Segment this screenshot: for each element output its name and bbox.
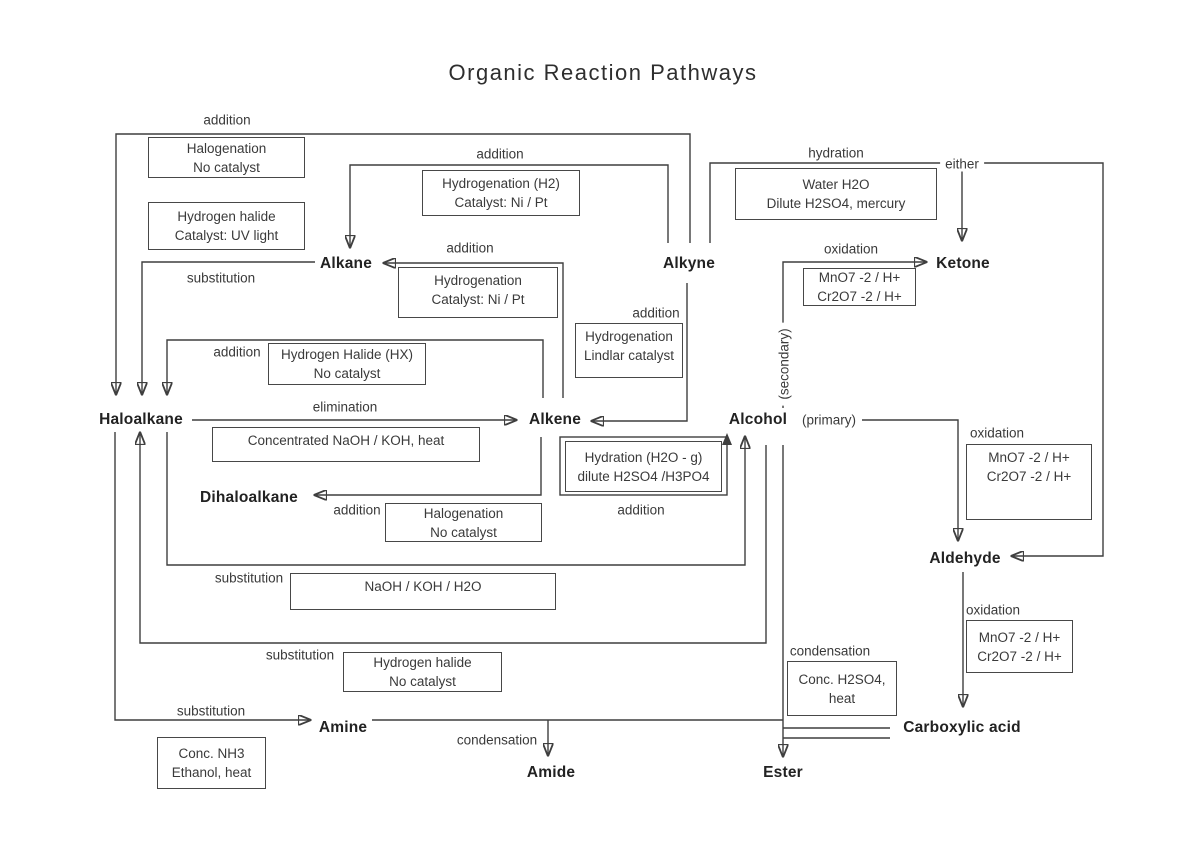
qualifier-secondary: (secondary) [775,322,793,406]
edge-haloalkane-naoh-alcohol [166,432,745,566]
node-alkene: Alkene [528,411,582,428]
node-alkyne: Alkyne [662,255,716,272]
reagent-box-oxidant-aldehyde: MnO7 -2 / H+ Cr2O7 -2 / H+ [966,620,1073,673]
edge-alkene-hx-haloalkane [167,339,544,398]
edge-label-alkyne-to-alkene: addition [632,305,680,321]
reagent-box-line: Hydrogen halide [177,209,276,224]
edge-alkene-hydration-alcohol-loop [559,436,728,496]
reagent-box-line: Conc. NH3 [178,746,245,761]
reagent-box-halogenation-nc-dihalo: Halogenation No catalyst [385,503,542,542]
reagent-box-hydrogen-halide-nc: Hydrogen halide No catalyst [343,652,502,692]
node-ester: Ester [763,764,803,781]
edge-label-haloalkane-to-alkene: elimination [312,399,378,415]
reagent-box-hydrogenation-h2: Hydrogenation (H2) Catalyst: Ni / Pt [422,170,580,216]
reagent-box-line: Hydrogenation [434,273,522,288]
reagent-box-hydration-h2o: Hydration (H2O - g) dilute H2SO4 /H3PO4 [565,441,722,492]
edge-label-alkene-to-dihaloalkane: addition [333,502,381,518]
reagent-box-line: Conc. H2SO4, [798,671,886,687]
reagent-box-line: Lindlar catalyst [583,348,675,363]
edge-haloalkane-nh3-amine [114,432,310,720]
node-aldehyde: Aldehyde [929,550,1001,567]
edge-alkyne-hydrogenation-alkane [350,164,669,247]
edge-label-aldehyde-to-carboxylic-ox: oxidation [965,602,1021,618]
edge-label-alcohol-to-haloalkane: substitution [265,647,335,663]
reagent-box-halogenation-nc-top: Halogenation No catalyst [148,137,305,178]
reagent-box-line: Catalyst: UV light [174,228,279,243]
reagent-box-line: No catalyst [193,159,260,175]
reagent-box-line: dilute H2SO4 /H3PO4 [577,468,710,484]
node-ketone: Ketone [936,255,990,272]
reagent-box-line: MnO7 -2 / H+ [978,629,1061,645]
edge-alcohol-hhalide-haloalkane [140,433,767,644]
edge-label-alkene-to-alkane: addition [446,240,494,256]
reagent-box-oxidant-primary: MnO7 -2 / H+ Cr2O7 -2 / H+ [966,444,1092,520]
edge-label-alkene-to-haloalkane: addition [213,344,261,360]
arrowhead-hydration-alcohol [722,433,732,445]
node-amine: Amine [318,719,368,736]
edge-alkene-hydrogenation-alkane [384,263,564,398]
reagent-box-hydrogen-halide-hx: Hydrogen Halide (HX) No catalyst [268,343,426,385]
edge-alkyne-lindlar-alkene [592,283,688,421]
edge-label-haloalkane-to-amine: substitution [176,703,246,719]
edge-label-alcohol-to-ester: condensation [789,643,871,659]
reagent-box-line: Concentrated NaOH / KOH, heat [247,433,445,448]
edge-label-alkyne-to-haloalkane: addition [203,112,251,128]
reagent-box-line: heat [828,690,856,706]
reagent-box-line: Hydrogenation (H2) [442,176,560,191]
node-dihaloalkane: Dihaloalkane [199,489,299,506]
reagent-box-line: Cr2O7 -2 / H+ [986,469,1072,484]
edge-alkane-substitution-haloalkane [142,261,315,394]
node-amide: Amide [526,764,576,781]
edge-label-alcohol-to-ketone-ox: oxidation [823,241,879,257]
reagent-box-naoh-koh-h2o: NaOH / KOH / H2O [290,573,556,610]
diagram-title: Organic Reaction Pathways [448,60,758,85]
reagent-box-line: Halogenation [423,505,504,521]
reagent-box-line: Cr2O7 -2 / H+ [817,289,902,304]
reagent-box-conc-naoh-koh: Concentrated NaOH / KOH, heat [212,427,480,462]
edge-label-amine-to-amide: condensation [456,732,538,748]
reagent-box-line: No catalyst [313,366,381,381]
reagent-box-oxidant-ketone: MnO7 -2 / H+ Cr2O7 -2 / H+ [803,268,916,306]
reagent-box-line: MnO7 -2 / H+ [818,270,901,285]
reagent-box-line: Dilute H2SO4, mercury [766,196,906,211]
reagent-box-line: Ethanol, heat [171,765,252,780]
reagent-box-line: No catalyst [430,524,497,540]
reagent-box-line: No catalyst [389,674,456,689]
edge-label-haloalkane-to-alcohol: substitution [214,570,284,586]
edge-label-alkene-to-alcohol: addition [617,502,665,518]
reagent-box-line: NaOH / KOH / H2O [364,579,482,594]
reagent-box-line: Halogenation [186,140,267,156]
reagent-box-line: Catalyst: Ni / Pt [431,292,525,307]
edge-alkyne-hydration-aldehyde [709,162,1104,556]
edge-label-alkyne-to-alkane: addition [476,146,524,162]
reagent-box-line: Catalyst: Ni / Pt [454,195,548,210]
reagent-box-line: Hydrogen halide [373,655,472,670]
node-carboxylic-acid: Carboxylic acid [903,719,1021,736]
node-alcohol: Alcohol [728,411,788,428]
reagent-box-line: Hydrogen Halide (HX) [280,347,414,362]
node-haloalkane: Haloalkane [99,411,183,428]
reagent-box-line: Hydration (H2O - g) [584,449,703,465]
reagent-box-line: Cr2O7 -2 / H+ [977,648,1062,664]
node-alkane: Alkane [319,255,373,272]
edge-alkene-halogenation-dihaloalkane [315,437,542,495]
edge-label-alkyne-hydration: hydration [808,145,864,161]
reagent-box-line: Hydrogenation [585,329,673,344]
edge-label-either: either [940,156,984,172]
reagent-box-line: MnO7 -2 / H+ [988,450,1070,465]
edge-alkyne-halogenation-haloalkane [116,133,691,394]
reagent-box-conc-h2so4-heat: Conc. H2SO4, heat [787,661,897,716]
reagent-box-line: Water H2O [802,177,870,192]
edge-alcohol-primary-aldehyde [862,419,958,540]
reagent-box-water-h2o: Water H2O Dilute H2SO4, mercury [735,168,937,220]
edge-label-alkane-to-haloalkane: substitution [186,270,256,286]
qualifier-primary: (primary) [802,412,856,428]
edge-label-alcohol-to-aldehyde-ox: oxidation [969,425,1025,441]
